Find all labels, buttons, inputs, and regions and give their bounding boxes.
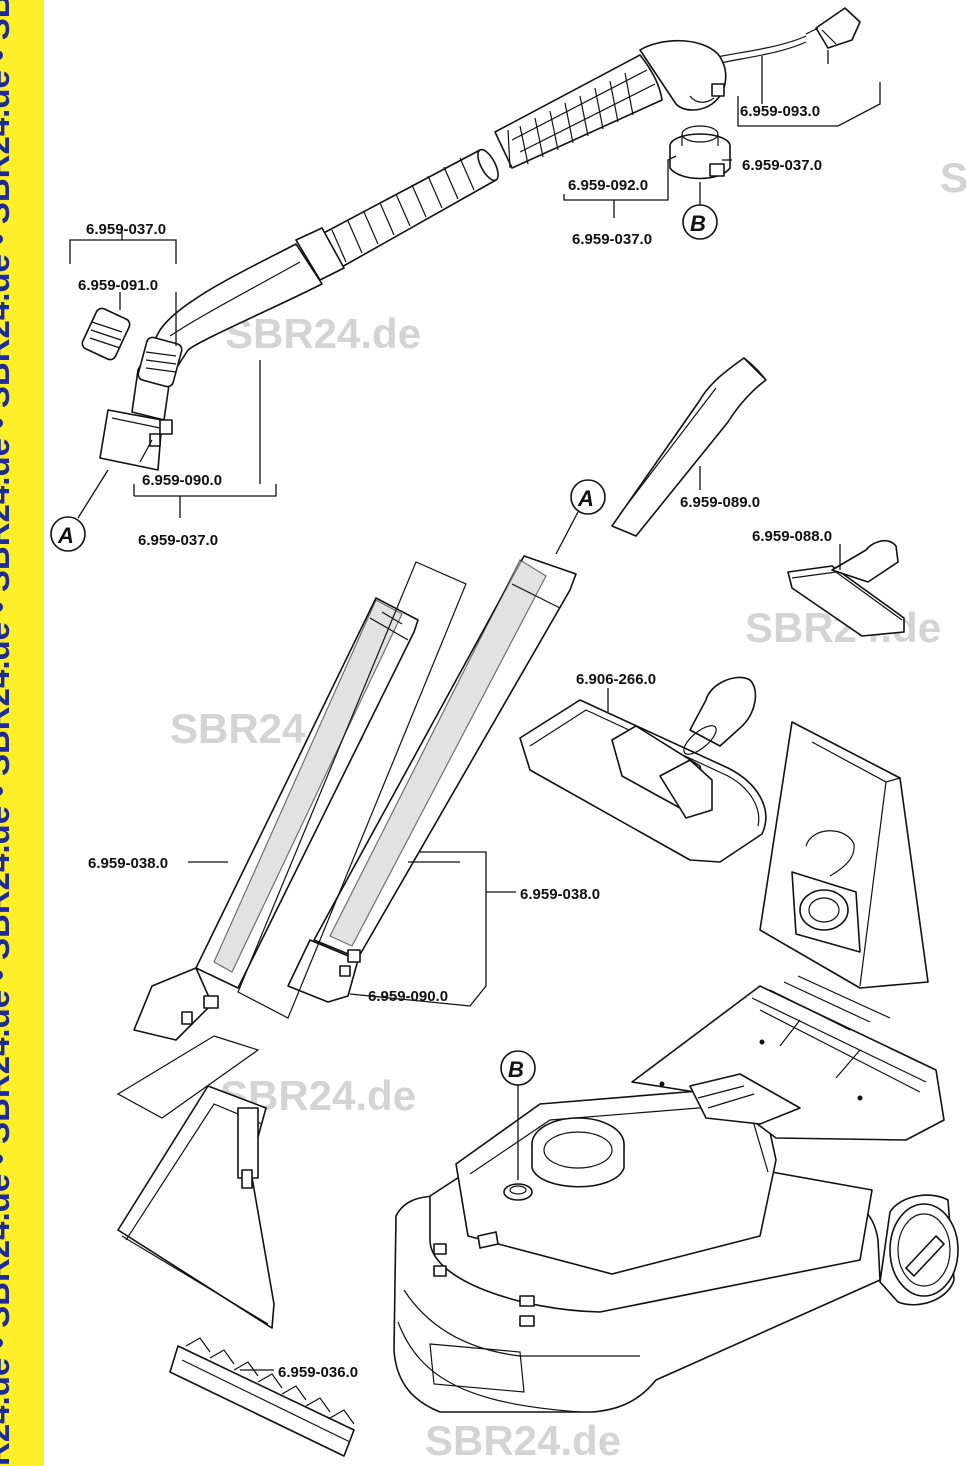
crevice-nozzle bbox=[611, 357, 767, 537]
watermark-1: SBR24.de bbox=[225, 310, 421, 357]
part-label-6959-037-b: 6.959-037.0 bbox=[572, 231, 652, 248]
part-label-6959-038-left: 6.959-038.0 bbox=[88, 855, 168, 872]
spray-extraction-nozzle bbox=[117, 1085, 275, 1329]
callout-b-body: B bbox=[500, 1050, 536, 1180]
callout-a-right-text: A bbox=[577, 486, 594, 511]
suction-hose-assembly bbox=[81, 7, 861, 471]
part-label-6959-091: 6.959-091.0 bbox=[78, 277, 158, 294]
callout-a-right: A bbox=[555, 479, 606, 555]
exploded-parts-diagram: SBR24.de SBR24.de SBR24.de SBR24.de SBR2… bbox=[50, 7, 969, 1464]
watermark-5: SBR24.de bbox=[425, 1417, 621, 1464]
part-labels: 6.959-093.0 6.959-037.0 6.959-092.0 6.95… bbox=[78, 103, 832, 1381]
leader-lines bbox=[69, 50, 881, 1371]
part-label-6959-093: 6.959-093.0 bbox=[740, 103, 820, 120]
callout-b-top-text: B bbox=[690, 211, 706, 236]
callout-b-body-text: B bbox=[508, 1057, 524, 1082]
callout-a-left-text: A bbox=[57, 523, 74, 548]
part-label-6959-036: 6.959-036.0 bbox=[278, 1364, 358, 1381]
suction-tube-left bbox=[133, 597, 419, 1041]
sidebar-watermark-text: R24.de • SBR24.de • SBR24.de • SBR24.de … bbox=[0, 0, 16, 1466]
machine-body bbox=[393, 975, 959, 1413]
part-label-6959-038-right: 6.959-038.0 bbox=[520, 886, 600, 903]
suction-tube-right bbox=[287, 555, 577, 1003]
part-label-6959-037-handle: 6.959-037.0 bbox=[138, 532, 218, 549]
part-label-6959-090-handle: 6.959-090.0 bbox=[142, 472, 222, 489]
part-label-6959-037-top: 6.959-037.0 bbox=[86, 221, 166, 238]
filter-bag bbox=[759, 721, 929, 989]
brush-strip bbox=[169, 1337, 355, 1457]
part-label-6959-089: 6.959-089.0 bbox=[680, 494, 760, 511]
tube-outline-guides bbox=[116, 561, 467, 1119]
sidebar-watermark-strip: R24.de • SBR24.de • SBR24.de • SBR24.de … bbox=[0, 0, 44, 1466]
part-label-6959-092: 6.959-092.0 bbox=[568, 177, 648, 194]
callout-b-top: B bbox=[682, 182, 718, 240]
part-label-6959-037-clamp: 6.959-037.0 bbox=[742, 157, 822, 174]
floor-nozzle bbox=[519, 676, 767, 863]
part-label-6906-266: 6.906-266.0 bbox=[576, 671, 656, 688]
callout-a-left: A bbox=[50, 469, 109, 552]
upholstery-nozzle bbox=[787, 539, 905, 637]
watermark-6: SBR24.de bbox=[940, 154, 969, 201]
part-label-6959-090-tube: 6.959-090.0 bbox=[368, 988, 448, 1005]
part-label-6959-088: 6.959-088.0 bbox=[752, 528, 832, 545]
